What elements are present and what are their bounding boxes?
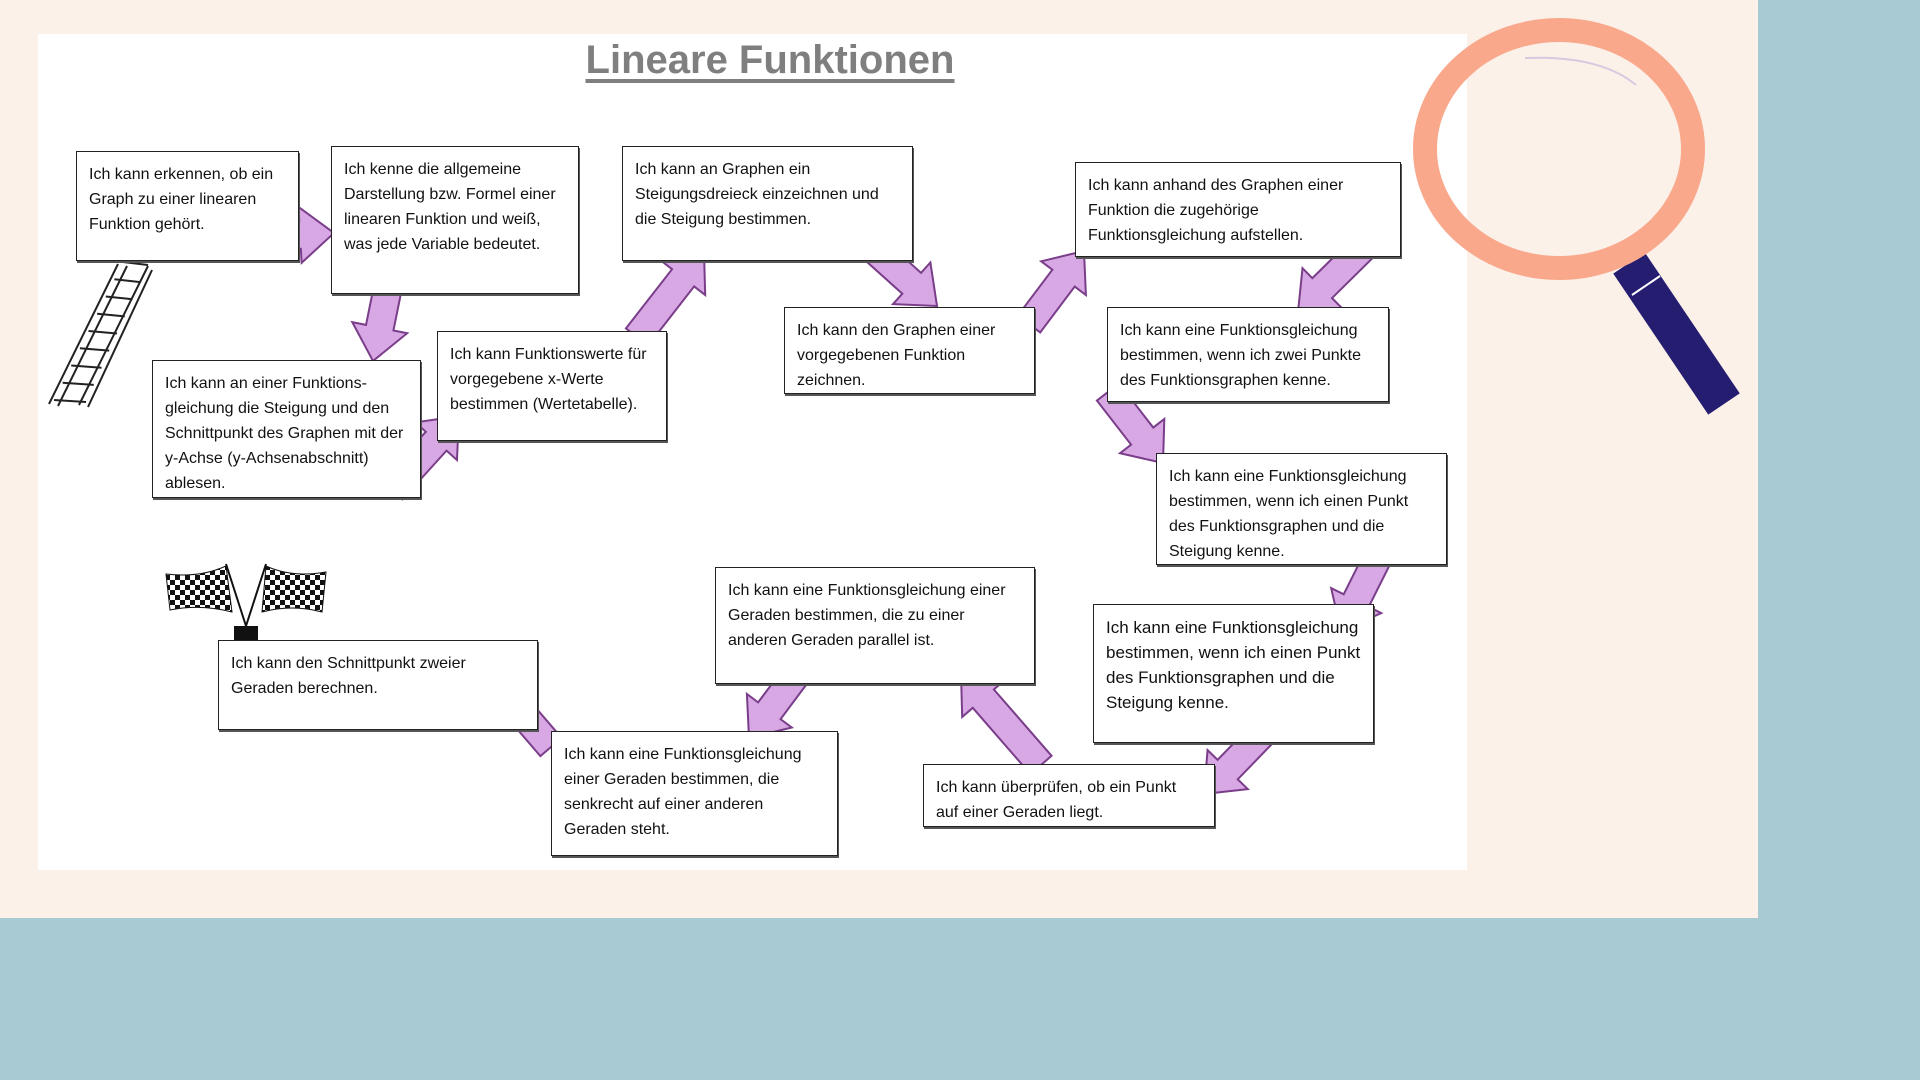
magnifier-icon (1413, 18, 1740, 415)
step-box: Ich kann eine Funktionsgleichung einer G… (715, 567, 1035, 684)
page-title: Lineare Funktionen (585, 38, 955, 82)
step-box: Ich kann an Graphen ein Steigungsdreieck… (622, 146, 913, 261)
step-box: Ich kann erkennen, ob ein Graph zu einer… (76, 151, 299, 261)
step-box: Ich kenne die allgemeine Darstellung bzw… (331, 146, 579, 294)
step-box: Ich kann eine Funktionsgleichung bestimm… (1156, 453, 1447, 565)
step-box: Ich kann eine Funktionsgleichung bestimm… (1093, 604, 1374, 743)
step-box: Ich kann den Schnittpunkt zweier Geraden… (218, 640, 538, 730)
step-box: Ich kann eine Funktionsgleichung bestimm… (1107, 307, 1389, 402)
step-box: Ich kann an einer Funktions-gleichung di… (152, 360, 421, 498)
finish-flags-icon (165, 563, 327, 641)
step-box: Ich kann den Graphen einer vorgegebenen … (784, 307, 1035, 394)
step-box: Ich kann anhand des Graphen einer Funkti… (1075, 162, 1401, 257)
step-box: Ich kann überprüfen, ob ein Punkt auf ei… (923, 764, 1215, 827)
step-box: Ich kann eine Funktionsgleichung einer G… (551, 731, 838, 856)
arrow-icon (1095, 382, 1166, 465)
step-box: Ich kann Funktionswerte für vorgegebene … (437, 331, 667, 441)
ladder-icon (48, 261, 153, 408)
